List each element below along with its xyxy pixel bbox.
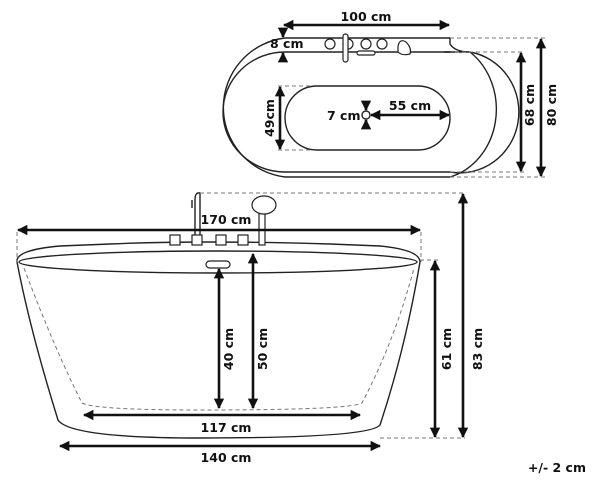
overflow-icon [205,260,231,269]
inner-width-label: 68 cm [522,84,537,126]
basin-width-label: 49cm [262,99,277,137]
tolerance-note: +/- 2 cm [528,460,586,475]
bottom-length-label: 140 cm [201,450,252,465]
tub-rim-outline [16,241,421,263]
top-view: 100 cm 8 cm 49cm 7 cm 55 cm 68 cm 80 cm [222,9,559,178]
overflow-height-label: 50 cm [255,328,270,370]
length-100-label: 100 cm [341,9,392,24]
inner-depth-label: 40 cm [221,328,236,370]
drain-label: 7 cm [327,108,360,123]
front-view: 170 cm 40 cm 50 cm 117 cm 140 cm 61 cm 8… [16,192,485,465]
outer-width-label: 80 cm [544,84,559,126]
tub-height-label: 61 cm [439,328,454,370]
rim-label: 8 cm [270,36,303,51]
hand-shower-icon [251,195,277,215]
drain-offset-label: 55 cm [389,98,431,113]
drain-icon [361,110,371,120]
bottom-inner-label: 117 cm [201,420,252,435]
total-length-label: 170 cm [201,212,252,227]
total-height-label: 83 cm [470,328,485,370]
tub-body-outline [16,261,421,439]
deck-fixtures [324,33,412,63]
